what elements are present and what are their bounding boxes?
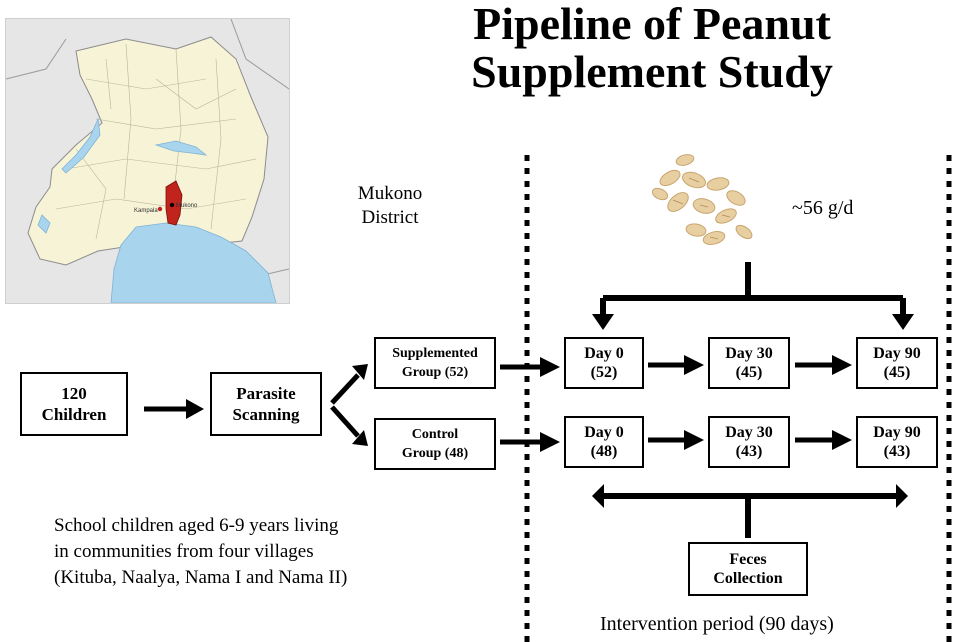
control-day0-label: Day 0 <box>584 424 624 441</box>
map-label-kampala: Kampala <box>134 208 158 214</box>
supp-day0-label: Day 0 <box>584 345 624 362</box>
arrow-supp-day0-to-day30 <box>648 355 704 375</box>
feces-box-line-1: Feces <box>729 551 767 568</box>
intervention-period-label: Intervention period (90 days) <box>600 613 834 635</box>
control-day0-count: (48) <box>590 443 618 460</box>
supp-day0-count: (52) <box>590 364 618 381</box>
supp-day30-box: Day 30 (45) <box>708 337 790 389</box>
supp-day30-count: (45) <box>735 364 763 381</box>
arrow-scan-to-supplemented <box>330 364 368 405</box>
supp-group-line-1: Supplemented <box>392 346 478 361</box>
control-day90-count: (43) <box>883 443 911 460</box>
supp-day90-label: Day 90 <box>873 345 921 362</box>
mukono-district-highlight <box>165 180 183 226</box>
control-day30-box: Day 30 (43) <box>708 416 790 468</box>
supplement-bracket <box>592 262 914 330</box>
control-group-box: Control Group (48) <box>374 418 496 470</box>
feces-bracket <box>592 484 908 538</box>
control-group-line-2: Group (48) <box>401 446 469 461</box>
district-label-line-1: Mukono <box>357 183 423 204</box>
feces-collection-box: Feces Collection <box>688 542 808 596</box>
district-label-line-2: District <box>361 207 419 228</box>
arrow-control-day0-to-day30 <box>648 430 704 450</box>
arrow-supplemented-to-day0 <box>500 357 560 377</box>
kampala-dot <box>157 206 163 212</box>
control-day90-box: Day 90 (43) <box>856 416 938 468</box>
control-group-line-1: Control <box>411 427 459 442</box>
supp-day90-count: (45) <box>883 364 911 381</box>
page-title: Pipeline of Peanut Supplement Study <box>372 0 932 96</box>
arrow-control-to-day0 <box>500 432 560 452</box>
supp-day0-box: Day 0 (52) <box>564 337 644 389</box>
lake-victoria <box>110 222 277 303</box>
control-day0-box: Day 0 (48) <box>564 416 644 468</box>
scan-box-line-2: Scanning <box>232 405 300 424</box>
control-day90-label: Day 90 <box>873 424 921 441</box>
uganda-map: Kampala Mukono <box>5 18 290 304</box>
title-line-1: Pipeline of Peanut <box>473 0 831 49</box>
arrow-supp-day30-to-day90 <box>795 355 852 375</box>
feces-box-line-2: Collection <box>713 570 783 587</box>
arrow-control-day30-to-day90 <box>795 430 852 450</box>
supp-day30-label: Day 30 <box>725 345 773 362</box>
start-box-line-1: 120 <box>61 384 87 403</box>
study-description: School children aged 6-9 years living in… <box>54 513 347 591</box>
start-box-line-2: Children <box>41 405 107 424</box>
peanuts-illustration <box>651 154 753 245</box>
supp-day90-box: Day 90 (45) <box>856 337 938 389</box>
description-line-2: in communities from four villages <box>54 541 314 562</box>
start-box: 120 Children <box>20 372 128 436</box>
parasite-scanning-box: Parasite Scanning <box>210 372 322 436</box>
supplemented-group-box: Supplemented Group (52) <box>374 337 496 389</box>
title-line-2: Supplement Study <box>471 46 833 97</box>
description-line-1: School children aged 6-9 years living <box>54 515 339 536</box>
map-label-mukono: Mukono <box>176 203 198 209</box>
district-label: Mukono District <box>335 182 445 230</box>
dose-label: ~56 g/d <box>792 197 854 219</box>
control-day30-count: (43) <box>735 443 763 460</box>
arrow-scan-to-control <box>330 405 368 446</box>
arrow-start-to-scan <box>144 399 204 419</box>
description-line-3: (Kituba, Naalya, Nama I and Nama II) <box>54 567 348 588</box>
control-day30-label: Day 30 <box>725 424 773 441</box>
scan-box-line-1: Parasite <box>236 384 296 403</box>
mukono-dot <box>169 202 175 208</box>
supp-group-line-2: Group (52) <box>401 365 469 380</box>
